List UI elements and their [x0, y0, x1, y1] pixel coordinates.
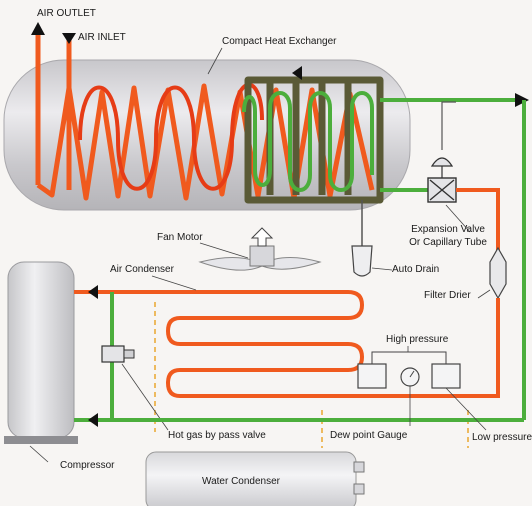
evaporator-coil-green [242, 91, 374, 192]
valve-to-drier-line [456, 188, 500, 250]
hot-gas-bypass-valve-label: Hot gas by pass valve [168, 430, 266, 441]
air-outlet-label: AIR OUTLET [37, 8, 96, 19]
expansion-valve-label: Expansion Valve Or Capillary Tube [400, 224, 496, 248]
expansion-valve-label-line1: Expansion Valve [411, 224, 485, 235]
auto-drain-icon [351, 245, 373, 277]
compact-heat-exchanger-label: Compact Heat Exchanger [222, 36, 337, 47]
filter-drier-label: Filter Drier [424, 290, 471, 301]
coil-arrow-icon [292, 66, 302, 80]
low-pressure-label: Low pressure [472, 432, 532, 443]
low-pressure-gauge [431, 363, 461, 389]
fan-motor-leader [199, 242, 249, 259]
expansion-leader [445, 204, 471, 233]
air-path-loops [78, 82, 264, 191]
air-condenser-coil [160, 290, 500, 398]
air-condenser-leader [151, 275, 197, 291]
auto-drain-label: Auto Drain [392, 264, 440, 275]
high-pressure-gauge [357, 363, 387, 389]
filter-drier-icon [489, 246, 507, 300]
compressor-leader [29, 445, 49, 463]
water-condenser-body [145, 451, 357, 506]
expansion-sensor-line [441, 101, 456, 150]
expansion-valve-icon [429, 179, 455, 201]
expansion-valve-actuator [430, 157, 454, 167]
suction-inlet-arrow-icon [88, 413, 98, 427]
dew-point-gauge-label: Dew point Gauge [330, 430, 408, 441]
air-condenser-label: Air Condenser [110, 264, 174, 275]
bypass-valve-stem [123, 349, 135, 359]
air-inlet-arrow-icon [62, 33, 76, 44]
fan-airflow-arrow-icon [250, 227, 274, 247]
high-pressure-label: High pressure [386, 334, 449, 345]
heat-exchanger-leader [207, 47, 223, 75]
expansion-valve-label-line2: Or Capillary Tube [409, 237, 487, 248]
air-outlet-arrow-icon [31, 22, 45, 35]
fan-motor-label: Fan Motor [157, 232, 203, 243]
water-condenser-fitting-1 [353, 461, 365, 473]
auto-drain-leader [371, 267, 393, 271]
water-condenser-fitting-2 [353, 483, 365, 495]
discharge-arrow-icon [88, 285, 98, 299]
fan-motor-body [249, 245, 275, 267]
low-pressure-leader [445, 387, 487, 431]
compressor-base [4, 436, 78, 444]
air-inlet-label: AIR INLET [78, 32, 126, 43]
water-condenser-label: Water Condenser [202, 476, 280, 487]
compressor-label: Compressor [60, 460, 115, 471]
hot-gas-bypass-valve-icon [101, 345, 125, 363]
dew-point-needle [409, 370, 415, 378]
compressor-body [7, 261, 75, 439]
gauge-bracket [371, 351, 447, 364]
filter-drier-leader [477, 289, 491, 299]
